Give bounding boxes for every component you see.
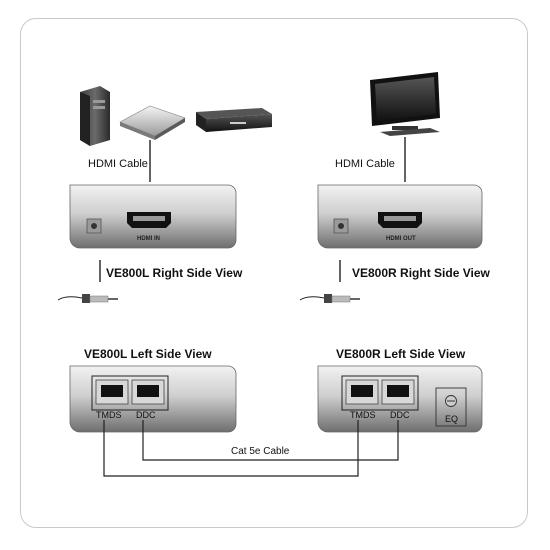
ddc-port-label-right: DDC	[390, 410, 410, 420]
desktop-pc-icon	[80, 86, 110, 146]
ve800r-right-side-title: VE800R Right Side View	[352, 266, 490, 280]
power-adapter-icon	[299, 294, 360, 303]
ve800l-left-side-title: VE800L Left Side View	[84, 347, 212, 361]
media-player-icon	[119, 105, 186, 140]
tmds-port-label-left: TMDS	[96, 410, 122, 420]
ve800r-right-side-device	[317, 184, 483, 249]
tv-monitor-icon	[370, 72, 440, 136]
ve800r-left-side-title: VE800R Left Side View	[336, 347, 466, 361]
dvd-player-icon	[196, 108, 272, 132]
cat5e-cable-label: Cat 5e Cable	[231, 446, 290, 457]
hdmi-out-label: HDMI OUT	[386, 236, 416, 242]
hdmi-in-label: HDMI IN	[137, 236, 160, 242]
ve800l-right-side-device	[69, 184, 237, 249]
ve800l-right-side-title: VE800L Right Side View	[106, 266, 243, 280]
hdmi-cable-label-left: HDMI Cable	[88, 158, 148, 170]
power-adapter-icon	[57, 294, 118, 303]
ddc-cable	[142, 420, 399, 461]
ve800l-left-side-device	[69, 365, 237, 433]
eq-label: EQ	[445, 414, 459, 424]
ve800r-left-side-device	[317, 365, 483, 433]
ddc-port-label-left: DDC	[136, 410, 156, 420]
hdmi-cable-label-right: HDMI Cable	[335, 158, 395, 170]
tmds-cable	[103, 420, 359, 477]
tmds-port-label-right: TMDS	[350, 410, 376, 420]
